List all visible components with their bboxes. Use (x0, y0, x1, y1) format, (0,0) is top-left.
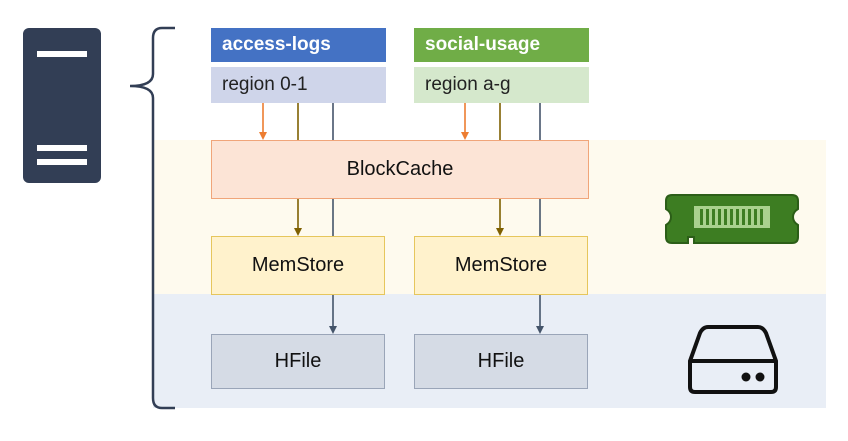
arrow-to-memstore-head (294, 228, 302, 236)
hfile-box: HFile (211, 334, 385, 389)
table-header-access-logs: access-logs (211, 28, 386, 62)
hfile-label: HFile (274, 350, 322, 372)
hfile-box: HFile (414, 334, 588, 389)
hard-drive-icon (688, 325, 778, 394)
arrow-to-blockcache-head (259, 132, 267, 140)
memstore-box: MemStore (211, 236, 385, 295)
blockcache-label: BlockCache (346, 158, 454, 180)
memstore-label: MemStore (251, 254, 345, 276)
hfile-label: HFile (477, 350, 525, 372)
memory-module-icon (665, 194, 799, 244)
region-social-usage: region a-g (414, 67, 589, 103)
arrow-to-blockcache-head (461, 132, 469, 140)
arrow-to-hfile-head (536, 326, 544, 334)
server-icon (23, 28, 101, 183)
memstore-label: MemStore (454, 254, 548, 276)
table-header-social-usage: social-usage (414, 28, 589, 62)
arrow-to-hfile-head (329, 326, 337, 334)
region-access-logs: region 0-1 (211, 67, 386, 103)
region-server-brace (129, 26, 175, 410)
arrow-to-memstore-head (496, 228, 504, 236)
blockcache-box: BlockCache (211, 140, 589, 199)
memstore-box: MemStore (414, 236, 588, 295)
